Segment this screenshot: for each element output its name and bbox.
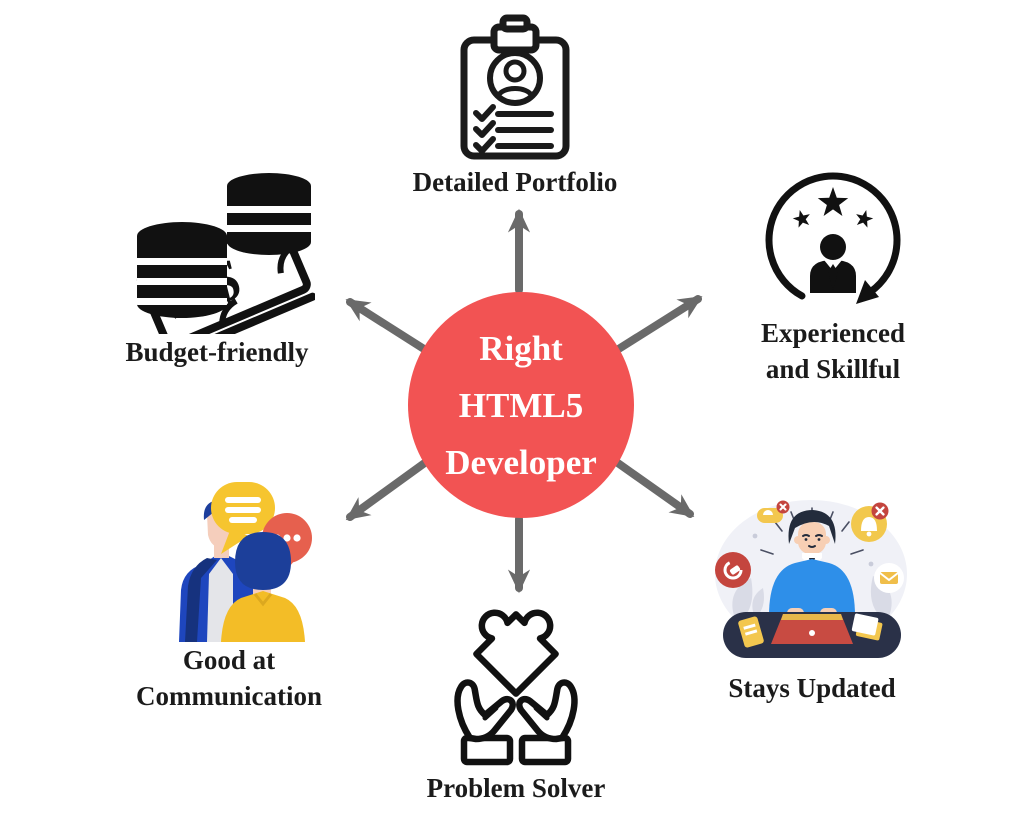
clipboard-checklist-icon <box>460 14 570 160</box>
node-label: Communication <box>135 681 322 711</box>
node-budget-friendly: $ Budget-friendly <box>117 156 317 370</box>
center-line-2: HTML5 <box>458 385 584 425</box>
node-label: Good at <box>182 645 276 675</box>
node-label: and Skillful <box>765 354 901 384</box>
two-people-chat-illustration <box>179 482 312 642</box>
node-label: Experienced <box>761 318 905 348</box>
node-good-at-communication: Good at Communication <box>129 478 329 714</box>
node-label: Stays Updated <box>728 673 896 703</box>
center-topic-circle: Right HTML5 Developer <box>408 292 634 518</box>
hands-holding-puzzle-icon <box>430 609 602 770</box>
person-stars-cycle-icon <box>765 172 901 308</box>
node-label: Budget-friendly <box>125 337 309 367</box>
center-line-1: Right <box>479 328 563 368</box>
node-label: Problem Solver <box>426 773 606 803</box>
node-stays-updated: Stays Updated <box>703 486 921 706</box>
node-problem-solver: Problem Solver <box>416 598 616 806</box>
arrow-down-left <box>345 458 430 521</box>
center-line-3: Developer <box>445 442 597 482</box>
node-experienced-skillful: Experienced and Skillful <box>733 163 933 387</box>
person-notifications-desk-illustration <box>715 500 907 658</box>
node-detailed-portfolio: Detailed Portfolio <box>410 14 620 200</box>
arrow-up-right <box>613 295 703 354</box>
arrow-up-left <box>345 298 428 353</box>
node-label: Detailed Portfolio <box>412 167 618 197</box>
money-coins-icon: $ <box>136 173 315 334</box>
arrow-down-right <box>611 457 695 518</box>
